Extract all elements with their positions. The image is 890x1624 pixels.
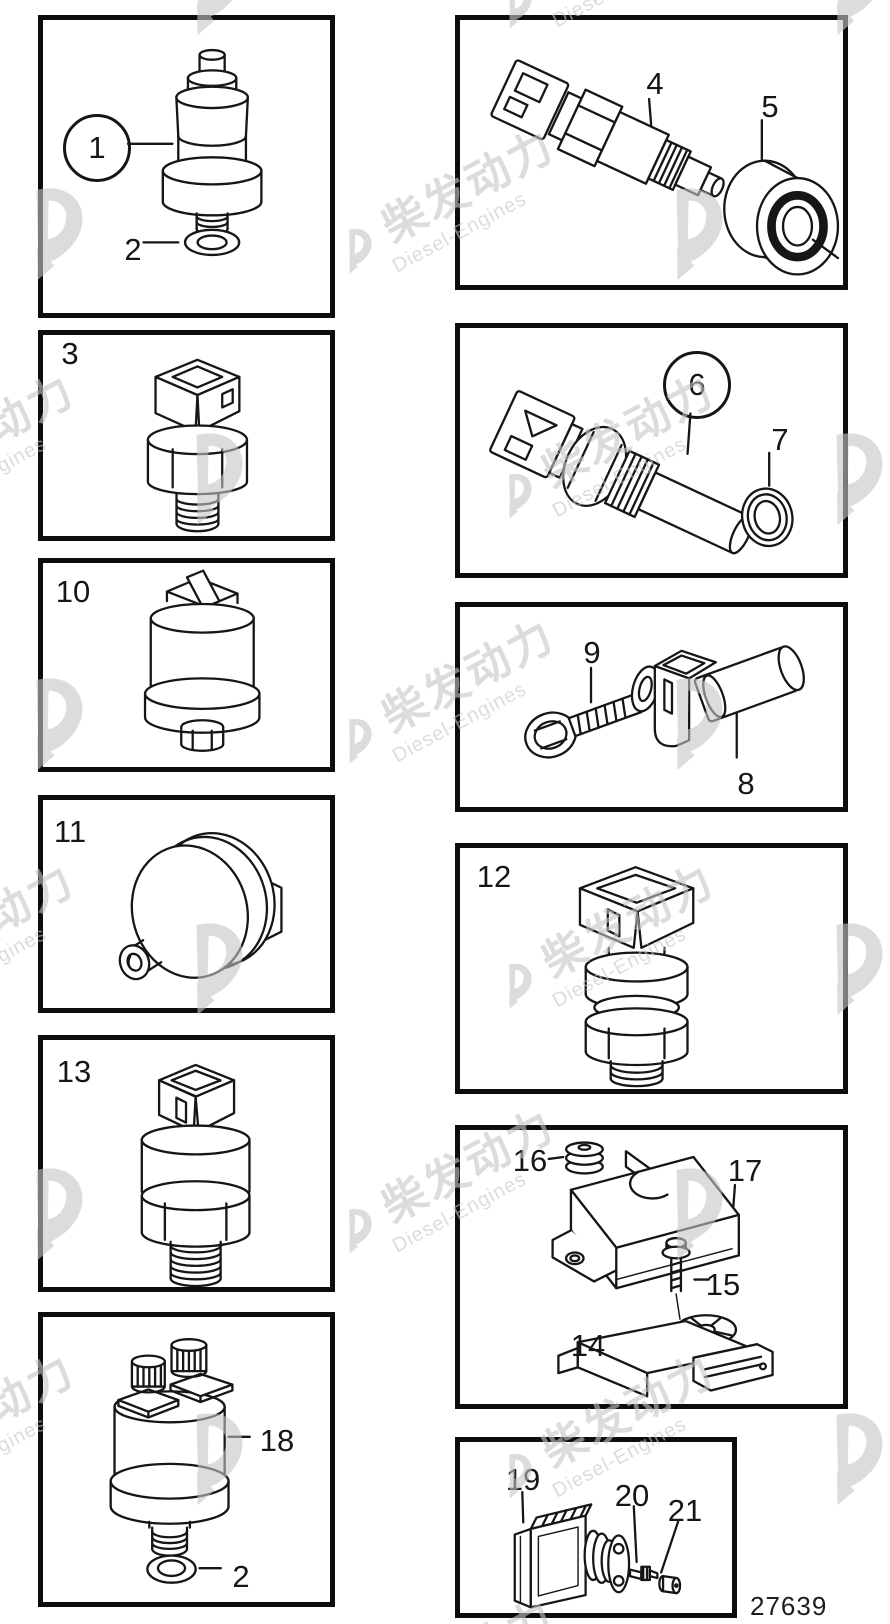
callout-20: 20 — [614, 1478, 650, 1513]
watermark-brand-cn: 柴发动力 — [534, 0, 723, 7]
callout-6: 6 — [663, 351, 731, 419]
brand-logo-icon — [349, 718, 372, 764]
callout-6-label: 6 — [688, 367, 706, 402]
pressure-sensor-drawing — [126, 48, 263, 257]
brand-logo-icon — [349, 228, 372, 274]
position-sensor-drawing — [524, 645, 805, 759]
callout-5: 5 — [761, 89, 779, 124]
callout-1-label: 1 — [88, 130, 106, 165]
brand-logo-icon — [349, 1208, 372, 1254]
temperature-sensor-drawing — [489, 390, 794, 555]
callout-13: 13 — [56, 1054, 92, 1089]
panel-right-6: 19 20 21 — [455, 1437, 737, 1618]
panel-right-3: 9 8 — [455, 602, 848, 812]
panel-right-4: 12 — [455, 843, 848, 1094]
panel-left-2: 3 — [38, 330, 335, 541]
control-unit-drawing — [513, 1490, 682, 1609]
oil-pressure-sensor-drawing — [578, 866, 695, 1088]
callout-21: 21 — [667, 1493, 703, 1528]
callout-10: 10 — [55, 574, 91, 609]
sensor-with-boot-drawing — [490, 59, 840, 276]
callout-1: 1 — [63, 114, 131, 182]
pressure-switch-long-drawing — [140, 1063, 251, 1288]
panel-left-3: 10 — [38, 558, 335, 772]
callout-3: 3 — [61, 336, 79, 371]
sender-unit-drawing — [143, 569, 261, 752]
panel-right-5: 16 17 15 14 — [455, 1125, 848, 1409]
callout-16: 16 — [512, 1143, 548, 1178]
panel-right-2: 6 7 — [455, 323, 848, 578]
callout-2: 2 — [124, 232, 142, 267]
panel-left-4: 11 — [38, 795, 335, 1013]
callout-17: 17 — [727, 1153, 763, 1188]
callout-2b: 2 — [232, 1559, 250, 1594]
callout-18: 18 — [259, 1423, 295, 1458]
callout-12: 12 — [476, 859, 512, 894]
callout-8: 8 — [737, 766, 755, 801]
callout-19: 19 — [505, 1462, 541, 1497]
callout-14: 14 — [570, 1328, 606, 1363]
pressure-switch-drawing — [146, 358, 249, 533]
panel-left-5: 13 — [38, 1035, 335, 1292]
figure-part-number: 27639 — [750, 1591, 828, 1621]
panel-right-1: 4 5 — [455, 15, 848, 290]
callout-9: 9 — [583, 635, 601, 670]
callout-4: 4 — [646, 66, 664, 101]
panel-left-1: 1 2 — [38, 15, 335, 318]
watermark-brand-cn: 柴发动力 — [0, 0, 83, 7]
callout-7: 7 — [771, 422, 789, 457]
sender-with-terminals-drawing — [109, 1338, 251, 1584]
callout-11: 11 — [53, 814, 87, 849]
callout-15: 15 — [705, 1267, 741, 1302]
panel-left-6: 18 2 — [38, 1312, 335, 1607]
